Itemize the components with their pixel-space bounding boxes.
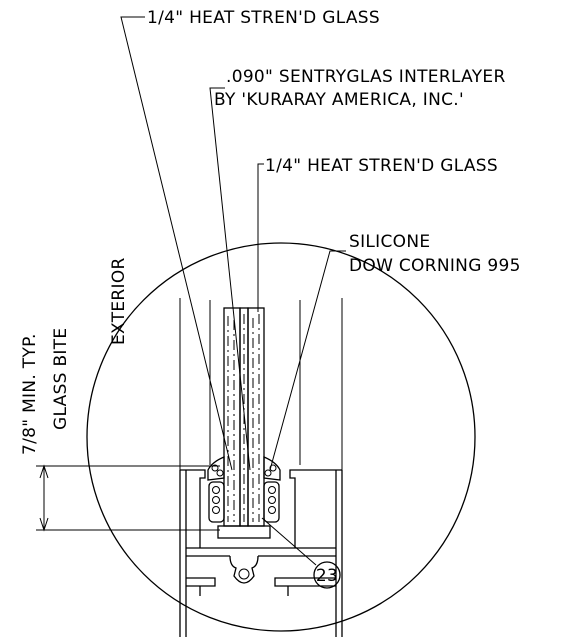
aluminum-extrusion bbox=[179, 469, 343, 637]
leader-lines bbox=[120, 16, 346, 566]
callout-tag-text: 23 bbox=[316, 566, 338, 586]
setting-block bbox=[217, 525, 271, 539]
label-bite-1: 7/8" MIN. TYP. bbox=[20, 333, 40, 455]
frame-lines bbox=[179, 298, 343, 470]
label-silicone-2: DOW CORNING 995 bbox=[349, 256, 521, 276]
callout-tag-23: 23 bbox=[313, 561, 341, 589]
label-interlayer-2: BY 'KURARAY AMERICA, INC.' bbox=[214, 90, 464, 110]
label-exterior: EXTERIOR bbox=[109, 257, 129, 345]
label-glass-inner: 1/4" HEAT STREN'D GLASS bbox=[265, 156, 498, 176]
gaskets bbox=[208, 481, 280, 523]
label-silicone-1: SILICONE bbox=[349, 232, 430, 252]
detail-circle bbox=[86, 242, 476, 632]
label-bite-2: GLASS BITE bbox=[51, 328, 71, 430]
label-interlayer-1: .090" SENTRYGLAS INTERLAYER bbox=[226, 67, 506, 87]
glass-bite-dimension bbox=[36, 464, 220, 532]
label-glass-outer: 1/4" HEAT STREN'D GLASS bbox=[147, 8, 380, 28]
silicone-beads bbox=[207, 456, 281, 481]
